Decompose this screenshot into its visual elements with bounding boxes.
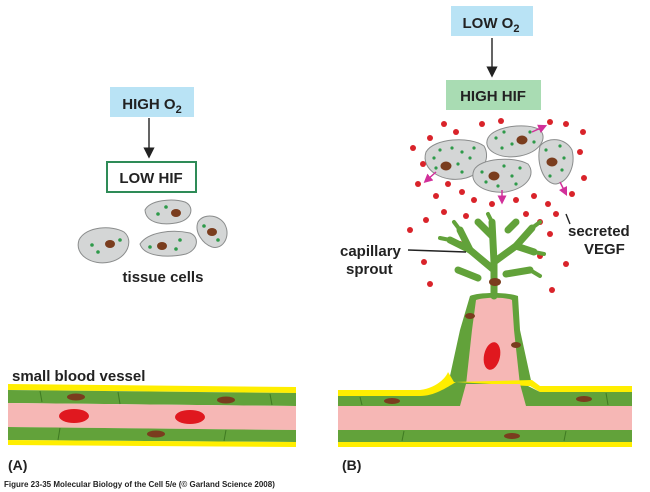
- figure-caption: Figure 23-35 Molecular Biology of the Ce…: [4, 480, 275, 489]
- endothelium-bottom: [338, 430, 632, 442]
- tissue-cell: [472, 158, 532, 193]
- panel-b-label: (B): [342, 457, 361, 473]
- endothelial-nucleus: [67, 393, 85, 401]
- capillary-sprout: [438, 212, 546, 385]
- tip-cell-nucleus: [489, 278, 501, 286]
- endothelial-nucleus: [384, 398, 400, 404]
- hypoxic-cells-group: [423, 124, 574, 205]
- panel-b: LOW O2 HIGH HIF: [338, 6, 632, 473]
- red-blood-cell: [59, 409, 89, 423]
- sprout-lumen: [466, 297, 520, 385]
- endothelial-nucleus: [217, 396, 235, 404]
- endothelial-nucleus: [147, 430, 165, 438]
- nucleus: [516, 135, 528, 145]
- endothelial-nucleus: [504, 433, 520, 439]
- endothelial-nucleus: [576, 396, 592, 402]
- stalk-nucleus: [511, 342, 521, 348]
- tissue-cells-label: tissue cells: [123, 269, 204, 286]
- sprout-red-blood-cell: [483, 342, 501, 370]
- small-blood-vessel-label: small blood vessel: [12, 368, 145, 385]
- basement-membrane-bottom: [338, 442, 632, 447]
- sprout-lumen-join: [460, 384, 526, 406]
- high-o2-label: HIGH O2: [122, 96, 181, 116]
- high-o2-box: [110, 87, 194, 117]
- stalk-nucleus: [465, 313, 475, 319]
- blood-vessel-b: [338, 372, 632, 447]
- low-o2-box: [451, 6, 533, 36]
- low-o2-label: LOW O2: [463, 15, 520, 35]
- low-hif-box: [106, 161, 197, 193]
- high-hif-label: HIGH HIF: [460, 88, 526, 105]
- nucleus: [488, 171, 500, 181]
- tissue-cell: [144, 199, 192, 225]
- blood-vessel-a: [8, 384, 296, 447]
- basement-membrane-bottom: [8, 440, 296, 447]
- tissue-cell: [139, 230, 197, 257]
- low-hif-label: LOW HIF: [119, 170, 182, 187]
- vessel-lumen: [338, 406, 632, 430]
- nucleus: [171, 209, 181, 217]
- red-blood-cell: [175, 410, 205, 424]
- vegf-leader-line: [565, 213, 571, 225]
- nucleus: [546, 157, 558, 167]
- panel-a: HIGH O2 LOW HIF tissue cells small blood…: [8, 87, 296, 473]
- tissue-cells-group: [77, 199, 228, 264]
- panel-a-label: (A): [8, 457, 27, 473]
- nucleus: [157, 242, 167, 250]
- tissue-cell: [77, 227, 130, 264]
- high-hif-box: [446, 80, 541, 110]
- nucleus: [440, 161, 452, 171]
- nucleus: [105, 240, 115, 248]
- vessel-lumen: [8, 403, 296, 430]
- sprout-leader-line: [407, 249, 467, 253]
- nucleus: [207, 228, 217, 236]
